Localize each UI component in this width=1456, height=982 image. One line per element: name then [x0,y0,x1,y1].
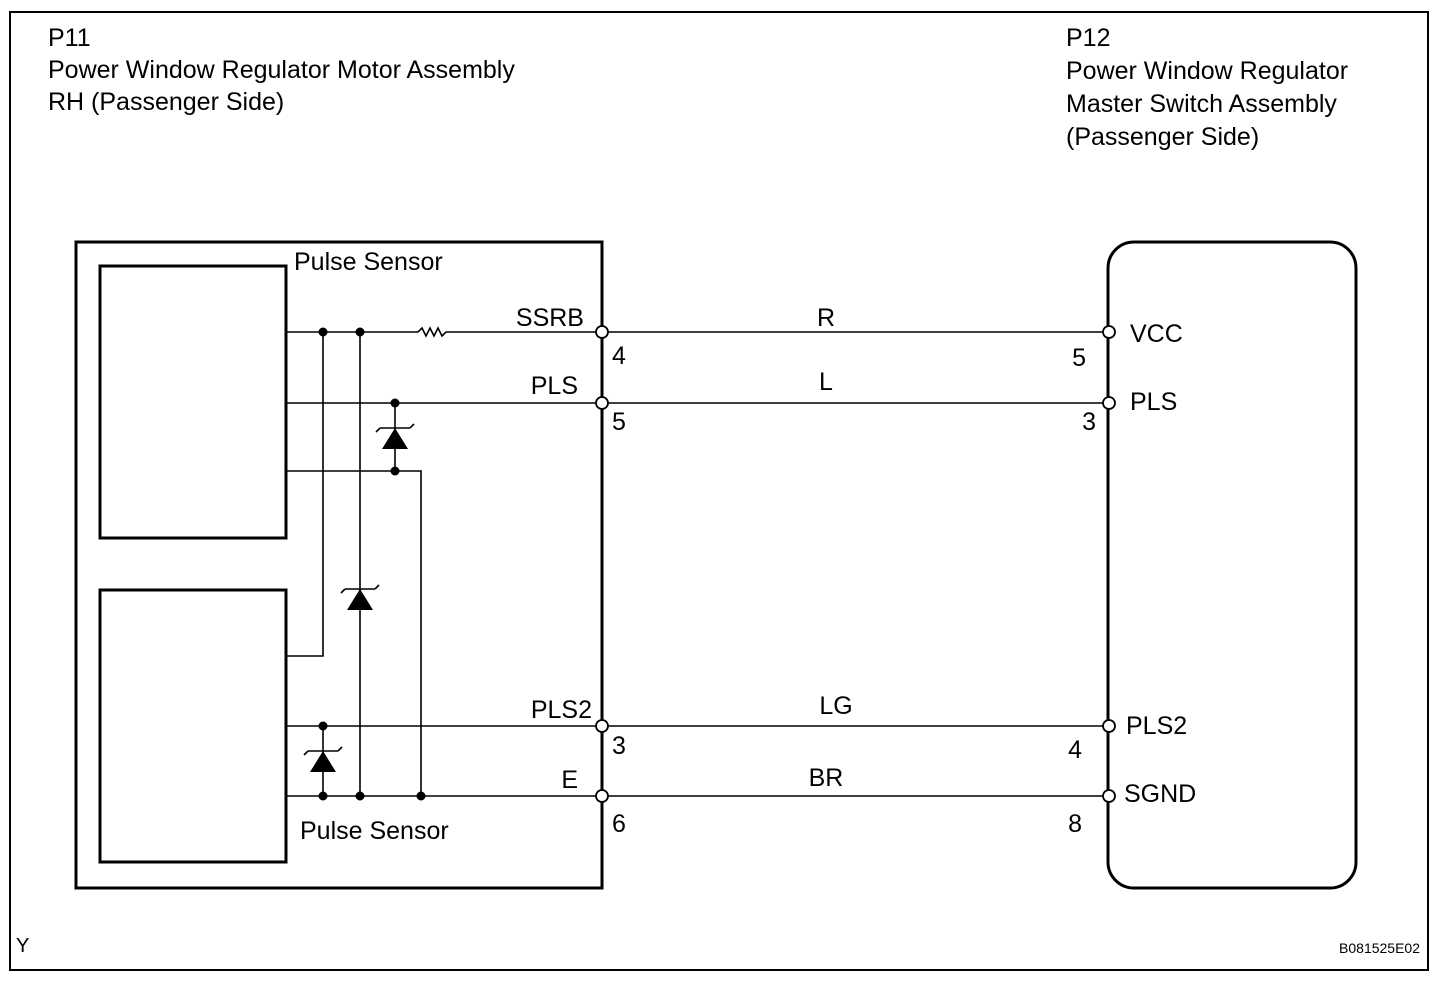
wire-color-label: L [819,368,833,396]
harness-wires [602,331,1108,797]
right-signal-label: SGND [1124,780,1196,808]
motor-assembly-box [74,240,604,890]
left-connector-code: P11 [48,24,91,52]
left-signal-label: PLS2 [531,696,592,724]
right-signal-label: PLS [1130,388,1177,416]
junction-dots [318,327,426,801]
zener-diode-icon [340,584,380,610]
left-pin-number: 4 [612,342,626,370]
left-signal-label: PLS [531,372,578,400]
terminals [595,325,1116,803]
wire-color-label: BR [809,764,844,792]
zener-diode-icon [375,423,415,449]
right-pin-number: 8 [1068,810,1082,838]
right-connector-name-line2: Master Switch Assembly [1066,90,1337,118]
internal-wiring [286,326,602,797]
right-pin-number: 3 [1082,408,1096,436]
figure-code: B081525E02 [1339,940,1420,956]
upper-pulse-sensor-label: Pulse Sensor [294,248,443,276]
left-signal-label: E [561,766,578,794]
left-pin-number: 5 [612,408,626,436]
left-pin-number: 6 [612,810,626,838]
lower-pulse-sensor-block [98,588,288,864]
right-pin-number: 4 [1068,736,1082,764]
right-connector-name-line3: (Passenger Side) [1066,123,1259,151]
left-pin-number: 3 [612,732,626,760]
corner-mark: Y [16,935,29,957]
resistor-icon [417,326,447,338]
master-switch-box [1106,240,1358,890]
lower-pulse-sensor-label: Pulse Sensor [300,817,449,845]
right-signal-label: PLS2 [1126,712,1187,740]
left-connector-name-line1: Power Window Regulator Motor Assembly [48,56,515,84]
wire-color-label: LG [819,692,852,720]
diagram-frame [9,11,1429,971]
right-connector-name-line1: Power Window Regulator [1066,57,1348,85]
left-signal-label: SSRB [516,304,584,332]
zener-diode-icon [303,746,343,772]
right-connector-code: P12 [1066,24,1110,52]
left-connector-name-line2: RH (Passenger Side) [48,88,284,116]
upper-pulse-sensor-block [98,264,288,540]
right-pin-number: 5 [1072,344,1086,372]
right-signal-label: VCC [1130,320,1183,348]
wire-color-label: R [817,304,835,332]
